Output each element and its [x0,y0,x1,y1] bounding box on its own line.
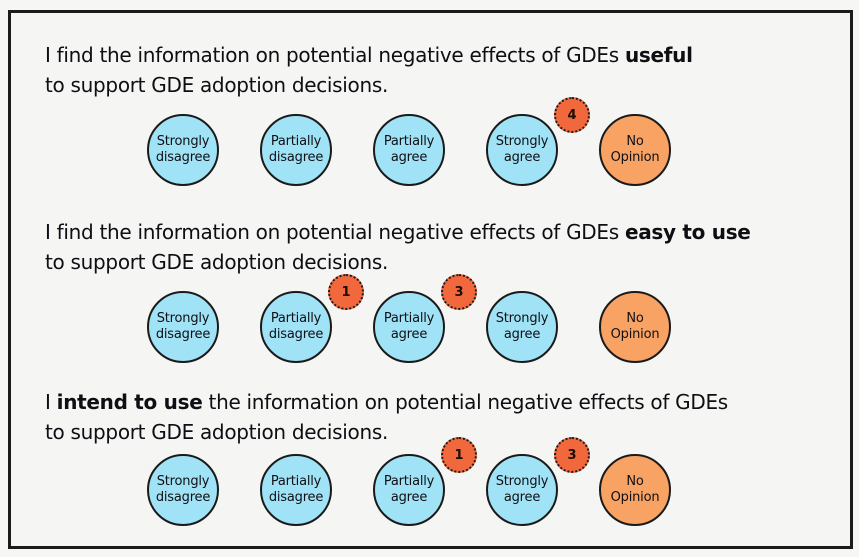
option-label: Partially agree [383,473,435,505]
q3-option-partially-disagree[interactable]: Partially disagree [260,454,332,526]
question-3-text: I intend to use the information on poten… [45,387,728,447]
option-label: Strongly agree [495,473,549,505]
question-3-pre: I [45,390,57,414]
vote-count-badge: 3 [441,274,477,310]
option-label: No Opinion [610,473,660,505]
question-2-text: I find the information on potential nega… [45,217,751,277]
option-label: Partially agree [383,133,435,165]
option-label: No Opinion [610,310,660,342]
question-2-options-row: Strongly disagree Partially disagree 1 P… [11,274,850,363]
question-1-options-row: Strongly disagree Partially disagree Par… [11,97,850,186]
question-1-pre: I find the information on potential nega… [45,43,625,67]
q1-option-no-opinion[interactable]: No Opinion [599,114,671,186]
q1-option-strongly-agree[interactable]: Strongly agree 4 [486,97,590,186]
q3-option-partially-agree[interactable]: Partially agree 1 [373,437,477,526]
option-label: Partially disagree [268,310,324,342]
question-2-pre: I find the information on potential nega… [45,220,625,244]
q1-option-partially-agree[interactable]: Partially agree [373,114,445,186]
option-label: No Opinion [610,133,660,165]
option-label: Strongly agree [495,133,549,165]
question-1-line-1: I find the information on potential nega… [45,40,693,70]
q1-option-strongly-disagree[interactable]: Strongly disagree [147,114,219,186]
question-2-line-1: I find the information on potential nega… [45,217,751,247]
q2-option-partially-disagree[interactable]: Partially disagree 1 [260,274,364,363]
question-3-post: the information on potential negative ef… [202,390,729,414]
option-label: Strongly disagree [155,133,211,165]
q2-option-no-opinion[interactable]: No Opinion [599,291,671,363]
option-label: Partially agree [383,310,435,342]
vote-count-badge: 1 [328,274,364,310]
vote-count-badge: 4 [554,97,590,133]
question-3-line-1: I intend to use the information on poten… [45,387,728,417]
option-label: Strongly disagree [155,310,211,342]
vote-count-badge: 3 [554,437,590,473]
question-1-line-2: to support GDE adoption decisions. [45,73,389,97]
question-2-bold: easy to use [624,220,751,244]
survey-panel: I find the information on potential nega… [8,10,853,549]
vote-count-badge: 1 [441,437,477,473]
question-3-bold: intend to use [56,390,203,414]
question-1-bold: useful [624,43,693,67]
question-3-line-2: to support GDE adoption decisions. [45,420,389,444]
q3-option-no-opinion[interactable]: No Opinion [599,454,671,526]
option-label: Strongly disagree [155,473,211,505]
q3-option-strongly-disagree[interactable]: Strongly disagree [147,454,219,526]
q1-option-partially-disagree[interactable]: Partially disagree [260,114,332,186]
q2-option-strongly-agree[interactable]: Strongly agree [486,291,558,363]
option-label: Partially disagree [268,133,324,165]
q2-option-strongly-disagree[interactable]: Strongly disagree [147,291,219,363]
q3-option-strongly-agree[interactable]: Strongly agree 3 [486,437,590,526]
question-3-options-row: Strongly disagree Partially disagree Par… [11,437,850,526]
question-2-line-2: to support GDE adoption decisions. [45,250,389,274]
question-1-text: I find the information on potential nega… [45,40,693,100]
q2-option-partially-agree[interactable]: Partially agree 3 [373,274,477,363]
option-label: Strongly agree [495,310,549,342]
option-label: Partially disagree [268,473,324,505]
